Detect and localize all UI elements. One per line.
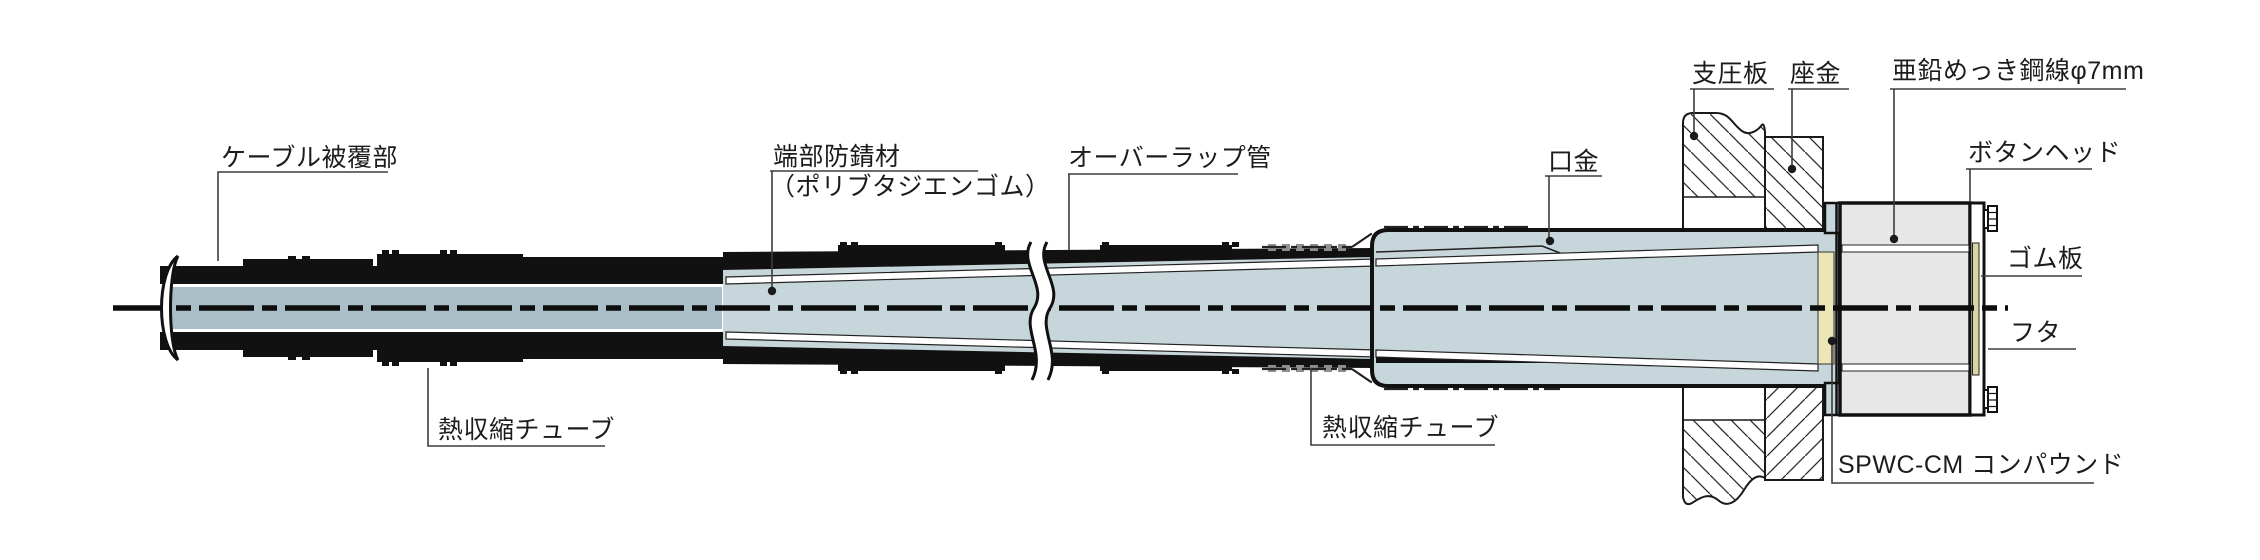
tube-break (1026, 241, 1056, 381)
leader-dots (767, 131, 1899, 346)
label-end-anticorrosive: 端部防錆材 (773, 143, 901, 171)
label-socket: 口金 (1548, 148, 1600, 176)
label-heat-shrink-mid: 熱収縮チューブ (1322, 414, 1500, 442)
label-cable-sheath: ケーブル被覆部 (221, 144, 399, 172)
label-end-anticorrosive-2: （ポリブタジエンゴム） (770, 173, 1051, 201)
label-button-head: ボタンヘッド (1968, 139, 2122, 167)
label-bearing-plate: 支圧板 (1692, 60, 1769, 88)
button-head-bolt-top (1983, 205, 1998, 232)
label-lid: フタ (2010, 319, 2062, 347)
label-overlap-pipe: オーバーラップ管 (1068, 144, 1272, 172)
cable-section (160, 250, 724, 366)
button-head-bolt-bottom (1983, 386, 1998, 413)
label-heat-shrink-left: 熱収縮チューブ (438, 416, 616, 444)
label-compound: SPWC-CM コンパウンド (1838, 451, 2125, 479)
leader-lines (217, 88, 2126, 484)
label-rubber-plate: ゴム板 (2007, 245, 2084, 273)
bearing-plate (1682, 112, 1766, 506)
cable-end-break (160, 254, 180, 362)
label-galvanized-wire: 亜鉛めっき鋼線φ7mm (1892, 57, 2145, 85)
phantom-lines (1262, 225, 1560, 391)
label-washer: 座金 (1790, 60, 1842, 88)
